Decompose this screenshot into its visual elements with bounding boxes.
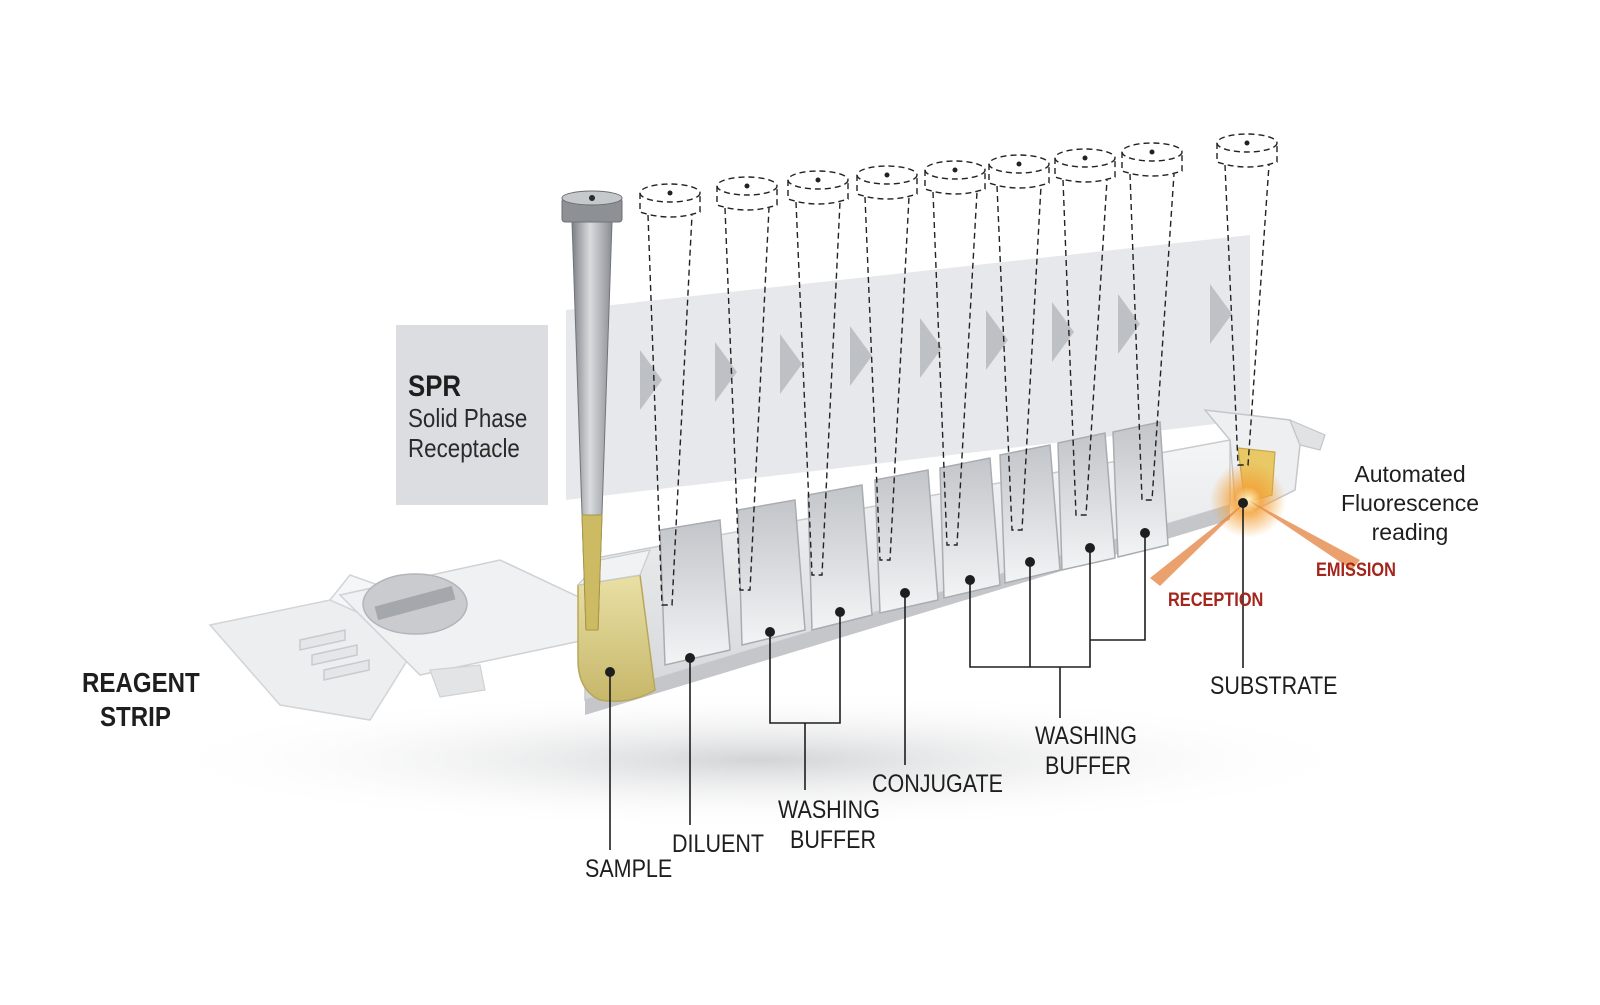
dashed-tips bbox=[639, 133, 1278, 606]
substrate-label: SUBSTRATE bbox=[1210, 672, 1338, 700]
conjugate-label: CONJUGATE bbox=[872, 770, 1004, 798]
fluorescence-reading-line2: Fluorescence bbox=[1340, 490, 1480, 516]
spr-subtitle-line2: Receptacle bbox=[408, 433, 520, 463]
emission-label: EMISSION bbox=[1316, 560, 1396, 581]
substrate-well bbox=[1203, 409, 1326, 538]
washing-buffer-2-line2: BUFFER bbox=[1045, 752, 1131, 780]
reagent-strip-label-line1: REAGENT bbox=[82, 667, 200, 698]
washing-buffer-2-line1: WASHING bbox=[1035, 722, 1137, 750]
sample-label: SAMPLE bbox=[585, 855, 673, 883]
leader-lines bbox=[609, 503, 1244, 850]
spr-subtitle-line1: Solid Phase bbox=[408, 403, 528, 433]
reception-label: RECEPTION bbox=[1168, 590, 1264, 611]
direction-arrows bbox=[640, 284, 1232, 410]
fluorescence-reading-line3: reading bbox=[1371, 519, 1449, 545]
direction-band bbox=[566, 235, 1250, 500]
washing-buffer-1-line1: WASHING bbox=[778, 796, 880, 824]
optical-beams bbox=[1150, 500, 1360, 586]
dashed-tip-holes bbox=[667, 140, 1250, 196]
washing-buffer-1-line2: BUFFER bbox=[790, 826, 876, 854]
wells bbox=[659, 421, 1169, 666]
strip-base-left bbox=[208, 559, 586, 721]
spr-title: SPR bbox=[408, 370, 462, 403]
spr-tip bbox=[561, 190, 623, 631]
reagent-strip-label-line2: STRIP bbox=[100, 701, 171, 732]
spr-panel bbox=[396, 325, 548, 505]
diluent-label: DILUENT bbox=[672, 830, 764, 858]
well-dots bbox=[605, 498, 1248, 677]
fluorescence-reading-line1: Automated bbox=[1354, 461, 1466, 487]
floor-shadow bbox=[140, 690, 1380, 830]
